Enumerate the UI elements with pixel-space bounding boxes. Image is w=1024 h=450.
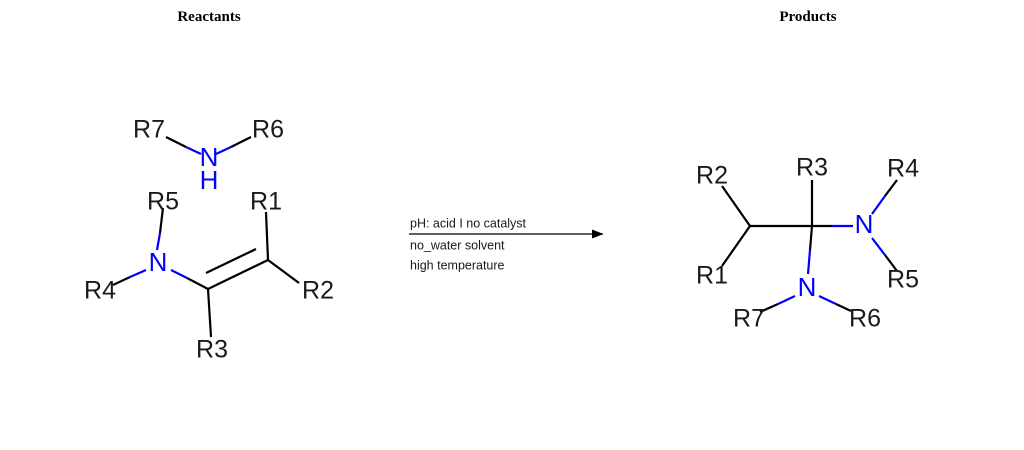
- bond-nbottom-r6-carbon-half: [835, 303, 852, 312]
- bond-r4-n-nitrogen-half: [129, 268, 147, 279]
- bond-r5-n-carbon-half: [158, 207, 165, 234]
- bond-n-r6-carbon-half: [230, 136, 252, 148]
- bond-n-r6-nitrogen-half: [215, 146, 232, 155]
- bond-nright-r5-nitrogen-half: [871, 237, 886, 256]
- enamine-nitrogen-atom: N: [149, 247, 168, 277]
- product-aminal-structure: R2 R1 R3 N R4 R5 N: [696, 154, 919, 333]
- bond-c2-r1: [264, 211, 270, 261]
- reactants-panel-title: Reactants: [177, 9, 241, 25]
- enamine-substituent-r2: R2: [302, 277, 334, 305]
- bond-r7-n-nitrogen-half: [185, 146, 202, 155]
- product-substituent-r5: R5: [887, 266, 919, 294]
- reactant-enamine-structure: N R5 R4 R3 R1 R2: [84, 188, 334, 364]
- bond-nbottom-r6-nitrogen-half: [818, 295, 837, 305]
- product-substituent-r6: R6: [849, 305, 881, 333]
- product-substituent-r7: R7: [733, 305, 765, 333]
- amine-hydrogen-atom: H: [200, 165, 219, 195]
- amine-substituent-r6: R6: [252, 116, 284, 144]
- bond-nright-r5-carbon-half: [884, 254, 898, 272]
- bond-n-c1-carbon-half: [186, 277, 209, 290]
- bond-r4-n-carbon-half: [112, 276, 131, 286]
- enamine-substituent-r4: R4: [84, 277, 116, 305]
- products-panel-title: Products: [779, 9, 837, 25]
- condition-line-solvent: no_water solvent: [410, 238, 505, 252]
- bond-r2-ch: [721, 185, 751, 227]
- enamine-substituent-r3: R3: [196, 336, 228, 364]
- condition-line-temperature: high temperature: [410, 258, 505, 272]
- bond-r5-n-nitrogen-half: [155, 232, 162, 251]
- amine-nitrogen-atom: N: [200, 142, 219, 172]
- bond-nright-r4-carbon-half: [884, 179, 898, 197]
- product-substituent-r3: R3: [796, 154, 828, 182]
- condition-line-ph: pH: acid I no catalyst: [410, 216, 527, 230]
- bond-r1-ch: [721, 225, 751, 267]
- bond-cq-nbottom-carbon-half: [808, 225, 814, 251]
- product-substituent-r2: R2: [696, 162, 728, 190]
- bond-c2-r2: [267, 259, 300, 284]
- bond-r7-n-carbon-half: [165, 136, 187, 148]
- bond-c1-c2-secondary: [205, 248, 257, 274]
- amine-substituent-r7: R7: [133, 116, 165, 144]
- bond-nright-r4-nitrogen-half: [871, 195, 886, 215]
- enamine-substituent-r1: R1: [250, 188, 282, 216]
- bond-nbottom-r7-carbon-half: [759, 302, 779, 314]
- enamine-substituent-r5: R5: [147, 188, 179, 216]
- bond-c1-c2-primary: [207, 259, 269, 290]
- bond-cq-nbottom-nitrogen-half: [806, 249, 812, 275]
- bond-nbottom-r7-nitrogen-half: [777, 295, 796, 305]
- product-nitrogen-right-atom: N: [855, 209, 874, 239]
- reactant-amine-structure: N H R7 R6: [133, 116, 284, 195]
- product-nitrogen-bottom-atom: N: [798, 272, 817, 302]
- product-substituent-r4: R4: [887, 155, 919, 183]
- product-substituent-r1: R1: [696, 262, 728, 290]
- bond-n-c1-nitrogen-half: [170, 269, 188, 279]
- reaction-arrow-group: pH: acid I no catalyst no_water solvent …: [409, 216, 604, 272]
- bond-c1-r3: [206, 288, 213, 338]
